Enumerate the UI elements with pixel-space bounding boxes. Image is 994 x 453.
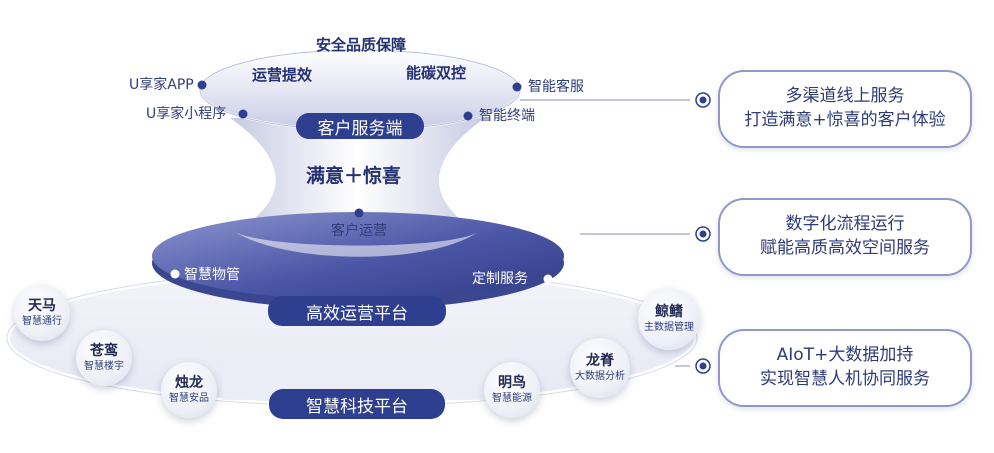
card-line2: 实现智慧人机协同服务: [760, 369, 930, 389]
bubble-mingniao: 明鸟 智慧能源: [484, 362, 540, 418]
label-carbon: 能碳双控: [406, 64, 467, 82]
bubble-title: 龙脊: [586, 353, 614, 370]
label-ops-boost: 运营提效: [252, 66, 313, 84]
bubble-subtitle: 智慧能源: [492, 392, 532, 404]
connector-targets: [695, 92, 711, 374]
label-app: U享家APP: [129, 77, 194, 93]
card-aiot: AIoT+大数据加持 实现智慧人机协同服务: [718, 329, 972, 407]
bubble-title: 天马: [28, 298, 56, 315]
bubble-cangluan: 苍鸾 智慧楼宇: [76, 330, 132, 386]
bubble-title: 烛龙: [175, 375, 203, 392]
label-property-mgmt: 智慧物管: [184, 267, 240, 283]
middle-disc: [152, 212, 564, 309]
bubble-title: 鲸鳍: [655, 304, 683, 321]
bubble-title: 苍鸾: [90, 343, 118, 360]
hourglass-body: [230, 118, 485, 232]
card-line1: 多渠道线上服务: [785, 86, 905, 107]
tech-platform-pill: 智慧科技平台: [269, 389, 445, 419]
label-customer-ops: 客户运营: [331, 223, 387, 239]
bubble-subtitle: 智慧通行: [22, 315, 62, 327]
label-custom-service: 定制服务: [472, 271, 528, 287]
card-line2: 赋能高质高效空间服务: [760, 238, 930, 258]
label-mini-program: U享家小程序: [146, 106, 227, 122]
label-smart-service: 智能客服: [528, 79, 584, 95]
card-digital-process: 数字化流程运行 赋能高质高效空间服务: [718, 198, 972, 276]
bubble-zhulong: 烛龙 智慧安品: [161, 362, 217, 418]
bubble-tianma: 天马 智慧通行: [14, 285, 70, 341]
label-quality: 安全品质保障: [316, 36, 407, 54]
card-line2: 打造满意+惊喜的客户体验: [744, 110, 946, 130]
card-online-service: 多渠道线上服务 打造满意+惊喜的客户体验: [718, 70, 972, 148]
bubble-subtitle: 大数据分析: [575, 370, 625, 382]
bubble-longji: 龙脊 大数据分析: [570, 338, 630, 398]
bubble-subtitle: 主数据管理: [644, 321, 694, 333]
ops-platform-pill: 高效运营平台: [268, 296, 446, 326]
bubble-title: 明鸟: [498, 375, 526, 392]
bubble-jingqi: 鲸鳍 主数据管理: [638, 288, 700, 350]
bubble-subtitle: 智慧楼宇: [84, 360, 124, 372]
card-line1: AIoT+大数据加持: [776, 345, 914, 366]
bubble-subtitle: 智慧安品: [169, 392, 209, 404]
card-line1: 数字化流程运行: [785, 214, 905, 235]
label-smart-terminal: 智能终端: [479, 108, 535, 124]
connector-lines: [520, 99, 690, 367]
label-dots: [170, 80, 553, 284]
client-end-pill: 客户服务端: [296, 113, 424, 139]
center-slogan: 满意＋惊喜: [306, 165, 402, 187]
